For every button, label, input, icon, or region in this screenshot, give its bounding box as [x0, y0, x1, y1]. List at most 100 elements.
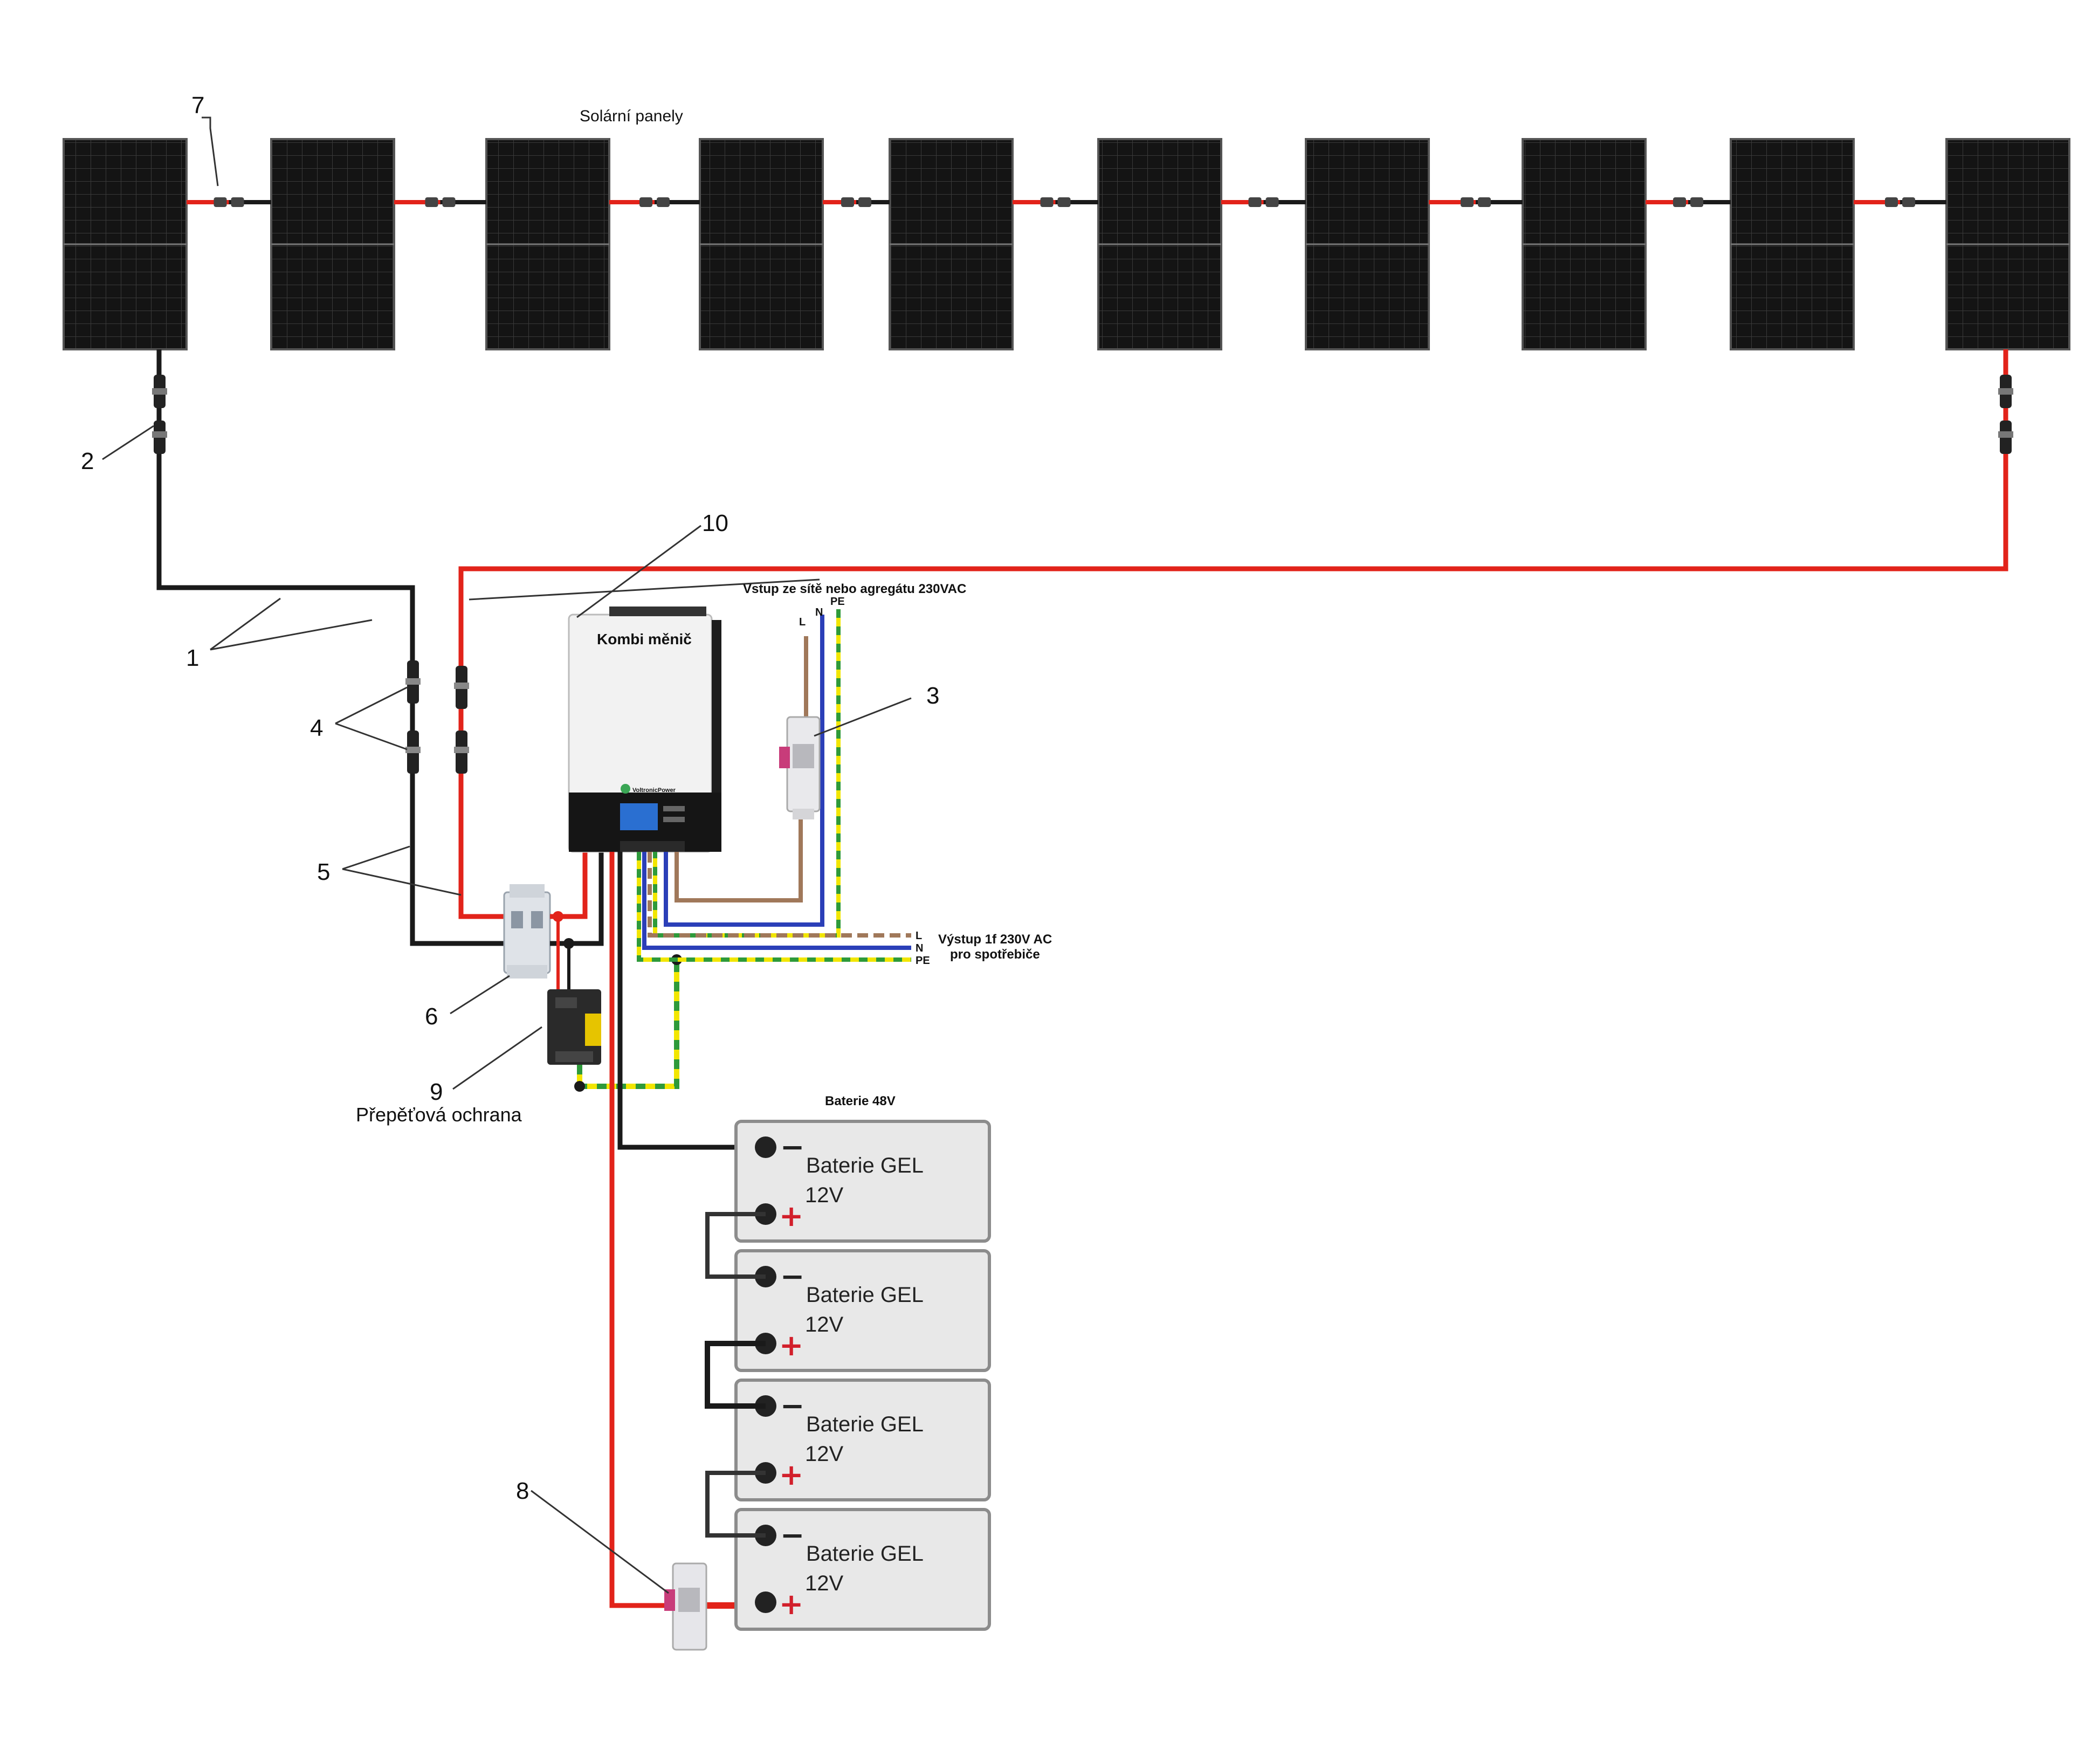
mc4-male — [1248, 197, 1262, 207]
callout-2: 2 — [81, 448, 94, 474]
panel-link — [823, 197, 890, 207]
battery-name: Baterie GEL — [806, 1283, 924, 1307]
mc4-connector-left — [152, 375, 167, 454]
battery-name: Baterie GEL — [806, 1412, 924, 1436]
panel-link — [1429, 197, 1523, 207]
positive-sign: + — [779, 1328, 803, 1362]
solar-panel — [1522, 138, 1647, 350]
negative-sign: − — [780, 1389, 804, 1423]
output-L-label: L — [916, 930, 922, 942]
battery: − +Baterie GEL 12V — [734, 1120, 991, 1243]
surge-protector — [547, 989, 601, 1065]
callout-7: 7 — [191, 92, 204, 119]
solar-panel — [270, 138, 395, 350]
panel-link — [1646, 197, 1731, 207]
solar-panels-label: Solární panely — [580, 107, 683, 125]
input-N-label: N — [815, 607, 823, 618]
battery-voltage: 12V — [805, 1572, 843, 1595]
callout-3: 3 — [926, 683, 939, 709]
callout-10: 10 — [702, 510, 728, 536]
mc4-male — [841, 197, 854, 207]
solar-panel — [485, 138, 610, 350]
hybrid-inverter: VoltronicPower Kombi měnič — [568, 607, 721, 853]
positive-sign: + — [779, 1199, 803, 1233]
mc4-disconnect-pair — [405, 660, 469, 774]
mc4-male — [425, 197, 438, 207]
solar-panel — [1730, 138, 1855, 350]
output-N-label: N — [916, 942, 923, 954]
solar-panel — [699, 138, 824, 350]
mc4-female — [1265, 197, 1279, 207]
negative-sign: − — [780, 1259, 804, 1293]
inverter-brand: VoltronicPower — [632, 787, 676, 794]
battery-name: Baterie GEL — [806, 1154, 924, 1177]
battery-bank-label: Baterie 48V — [825, 1094, 896, 1108]
string-positive-wire — [458, 349, 2008, 731]
string-negative-wire — [156, 349, 415, 731]
mc4-male — [639, 197, 652, 207]
battery: − +Baterie GEL 12V — [734, 1379, 991, 1501]
panel-link — [187, 197, 271, 207]
positive-sign: + — [779, 1587, 803, 1621]
battery-voltage: 12V — [805, 1442, 843, 1466]
battery-voltage: 12V — [805, 1183, 843, 1207]
mc4-female — [657, 197, 670, 207]
solar-panel — [1305, 138, 1430, 350]
negative-sign: − — [780, 1518, 804, 1552]
mc4-male — [1673, 197, 1686, 207]
battery: − +Baterie GEL 12V — [734, 1508, 991, 1631]
panel-series-connectors — [187, 197, 1946, 207]
panel-link — [394, 197, 486, 207]
mc4-male — [1885, 197, 1898, 207]
panel-link — [1013, 197, 1098, 207]
ac-input-breaker — [779, 716, 821, 819]
solar-panel — [1097, 138, 1222, 350]
mc4-male — [1461, 197, 1474, 207]
mc4-female — [858, 197, 871, 207]
callout-leaders — [102, 116, 912, 1594]
callout-8: 8 — [516, 1478, 529, 1504]
panel-link — [609, 197, 700, 207]
solar-panel-array — [63, 138, 2070, 350]
mc4-female — [1902, 197, 1915, 207]
mc4-female — [231, 197, 244, 207]
positive-terminal — [755, 1591, 776, 1613]
solar-panel — [889, 138, 1014, 350]
callout-5: 5 — [317, 859, 330, 885]
output-label-line2: pro spotřebiče — [950, 947, 1040, 962]
battery-name: Baterie GEL — [806, 1542, 924, 1566]
battery-fuse-holder — [664, 1562, 707, 1651]
battery-voltage: 12V — [805, 1313, 843, 1336]
positive-sign: + — [779, 1458, 803, 1492]
panel-link — [1221, 197, 1306, 207]
callout-9: 9 — [430, 1079, 443, 1105]
dc-wires-to-breaker — [410, 774, 504, 946]
callout-numbers: 7 2 1 10 3 4 5 6 9 8 — [81, 92, 939, 1504]
panel-link — [1854, 197, 1946, 207]
battery: − +Baterie GEL 12V — [734, 1249, 991, 1372]
ac-output-wiring — [637, 852, 911, 962]
diagram-labels: Solární panely Vstup ze sítě nebo agregá… — [356, 107, 1052, 1126]
mc4-female — [1478, 197, 1491, 207]
mc4-male — [214, 197, 227, 207]
callout-4: 4 — [310, 715, 323, 741]
inverter-battery-negative-wire — [617, 852, 766, 1150]
negative-sign: − — [780, 1130, 804, 1164]
dc-breaker — [503, 884, 551, 979]
surge-protection-label: Přepěťová ochrana — [356, 1104, 522, 1126]
solar-panel — [1945, 138, 2070, 350]
negative-terminal — [755, 1136, 776, 1158]
mc4-male — [1040, 197, 1054, 207]
grid-input-label: Vstup ze sítě nebo agregátu 230VAC — [743, 582, 966, 596]
callout-6: 6 — [425, 1003, 438, 1030]
output-label-line1: Výstup 1f 230V AC — [938, 932, 1052, 947]
solar-panel — [63, 138, 188, 350]
input-L-label: L — [799, 616, 806, 628]
mc4-female — [1057, 197, 1071, 207]
mc4-female — [1690, 197, 1703, 207]
inverter-label: Kombi měnič — [597, 631, 692, 647]
mc4-connector-right — [1998, 375, 2013, 454]
output-PE-label: PE — [916, 955, 930, 967]
